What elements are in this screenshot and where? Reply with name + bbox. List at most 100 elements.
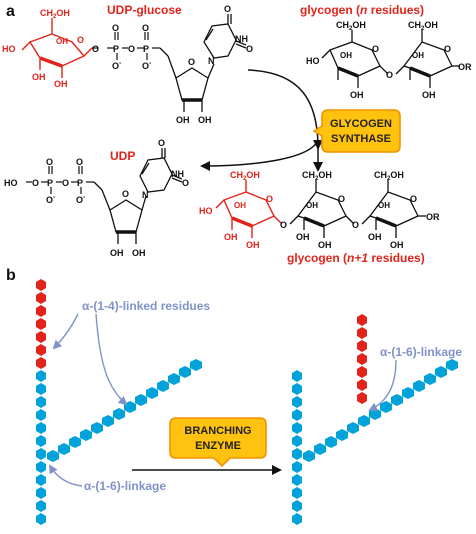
udp-glucose-oh-bottom: OH [54, 79, 68, 89]
glycogen-n1-structure [289, 180, 426, 238]
glycogen-n1-structure-red [215, 180, 283, 238]
right-chain-branch [303, 359, 458, 462]
glycogen-n1-ring-o-1: O [338, 194, 345, 204]
left-chain-branch [47, 359, 202, 462]
udp-o3: O [46, 157, 53, 167]
glycogen-synthase-callout: GLYCOGEN SYNTHASE [312, 109, 401, 153]
udp-ho: HO [4, 178, 18, 188]
diphosphate-o3: O [112, 23, 119, 33]
udp-glucose-uracil-o-right: O [246, 44, 253, 54]
udp-ribose-oh1: OH [110, 248, 124, 258]
udp-glucose-oh-left: HO [2, 44, 16, 54]
glycogen-n1-oh-red-b: OH [224, 232, 238, 242]
udp-uracil [139, 148, 183, 193]
udp-diphosphate [26, 166, 94, 194]
panel-a-label: a [6, 3, 15, 20]
udp-glucose-ribose-o: O [188, 57, 195, 67]
branching-enzyme-line2: ENZYME [195, 440, 241, 452]
branching-enzyme-callout: BRANCHING ENZYME [169, 417, 267, 468]
right-chain-cyan [292, 370, 302, 525]
udp-glucose-uracil-n: N [208, 56, 215, 66]
udp-glucose-ring-o: O [77, 35, 84, 45]
glycogen-n-ring-o-1: O [372, 44, 379, 54]
glycogen-n-oh-c: OH [350, 90, 364, 100]
branching-enzyme-line1: BRANCHING [184, 425, 251, 437]
udp-glucose-ribose [159, 47, 215, 112]
glycogen-n1-oh-a: OH [306, 201, 318, 210]
reaction-arrow-down [247, 69, 323, 150]
glycogen-n-or: OR [458, 62, 472, 72]
udp-ribose [93, 181, 147, 244]
glycogen-n1-ho-red: HO [199, 206, 213, 216]
glycogen-n1-ring-o-red: O [266, 194, 273, 204]
glycogen-n1-ring-o-2: O [410, 194, 417, 204]
glycogen-n-glycosidic-o: O [386, 70, 393, 80]
glycogen-synthase-line2: SYNTHASE [331, 133, 391, 145]
udp-ominus-2: O- [76, 194, 86, 205]
diphosphate-o4: O [142, 23, 149, 33]
alpha-14-label: α-(1-4)-linked residues [82, 299, 210, 313]
glycogen-n1-oh-f: OH [390, 240, 404, 250]
diphosphate-o1: O [92, 44, 99, 54]
alpha-16-label-left: α-(1-6)-linkage [84, 479, 166, 493]
left-chain-red [36, 279, 46, 369]
udp-glucose-uracil [203, 14, 247, 59]
glycogen-n1-oh-red-c: OH [246, 240, 260, 250]
udp-p2: P [77, 178, 83, 188]
glycogen-synthase-line1: GLYCOGEN [330, 118, 392, 130]
glycogen-n1-glyco-o-2: O [352, 220, 359, 230]
udp-o4: O [76, 157, 83, 167]
udp-ribose-oh2: OH [132, 248, 146, 258]
diphosphate-ominus-1: O- [112, 60, 122, 71]
udp-glucose-oh-bottom-left: OH [32, 72, 46, 82]
glycogen-n-structure [321, 30, 460, 88]
glycogen-n1-ch2oh-1: CH2OH [302, 170, 332, 182]
udp-glucose-glucose-ring [21, 18, 93, 78]
glycogen-n-oh-b: OH [412, 51, 424, 60]
glycogen-n1-oh-d: OH [318, 240, 332, 250]
glycogen-n1-or: OR [426, 212, 440, 222]
diphosphate-ominus-2: O- [142, 60, 152, 71]
udp-o1: O [32, 178, 39, 188]
right-chain-red-branch [357, 314, 367, 404]
glycogen-n1-label: glycogen (n+1 residues) [287, 251, 425, 265]
glycogen-n1-ch2oh-2: CH2OH [374, 170, 404, 182]
left-chain-cyan [36, 370, 46, 525]
udp-glucose-label: UDP-glucose [107, 3, 182, 17]
udp-uracil-nh: NH [171, 169, 184, 179]
glycogen-n-ho: HO [306, 56, 320, 66]
diphosphate-p2: P [143, 44, 149, 54]
glycogen-n1-oh-red-a: OH [234, 201, 246, 210]
glycogen-n-ch2oh-2: CH2OH [408, 20, 438, 32]
glycogen-n1-glyco-o-1: O [280, 220, 287, 230]
udp-label: UDP [110, 149, 135, 163]
udp-glucose-ribose-oh1: OH [176, 115, 190, 125]
udp-glucose-diphosphate [92, 32, 160, 60]
glycogen-n-label: glycogen (n residues) [300, 3, 424, 17]
glycogen-n1-ch2oh-red: CH2OH [230, 170, 260, 182]
udp-uracil-o-right: O [182, 178, 189, 188]
udp-glucose-uracil-o-top: O [224, 4, 231, 14]
alpha-14-arrow-2 [95, 313, 128, 406]
diphosphate-o2: O [128, 44, 135, 54]
alpha-16-label-right: α-(1-6)-linkage [380, 345, 462, 359]
glycogen-n1-oh-e: OH [368, 232, 382, 242]
alpha-14-arrow-1 [52, 313, 79, 350]
glycogen-n-oh-a: OH [340, 51, 352, 60]
glycogen-n1-oh-c: OH [296, 232, 310, 242]
glycogen-n-ring-o-2: O [444, 44, 451, 54]
udp-uracil-n: N [142, 190, 149, 200]
alpha-16-arrow-right [368, 359, 397, 411]
alpha-16-arrow-left [48, 464, 83, 487]
glycogen-n-ch2oh-1: CH2OH [336, 20, 366, 32]
glycogen-n-oh-d: OH [422, 90, 436, 100]
udp-glucose-uracil-nh: NH [235, 34, 248, 44]
udp-p1: P [47, 178, 53, 188]
glycogen-n1-oh-b: OH [378, 201, 390, 210]
udp-ominus-1: O- [46, 194, 56, 205]
udp-uracil-o-top: O [158, 138, 165, 148]
panel-b-label: b [6, 267, 16, 284]
udp-o2: O [62, 178, 69, 188]
diphosphate-p1: P [113, 44, 119, 54]
